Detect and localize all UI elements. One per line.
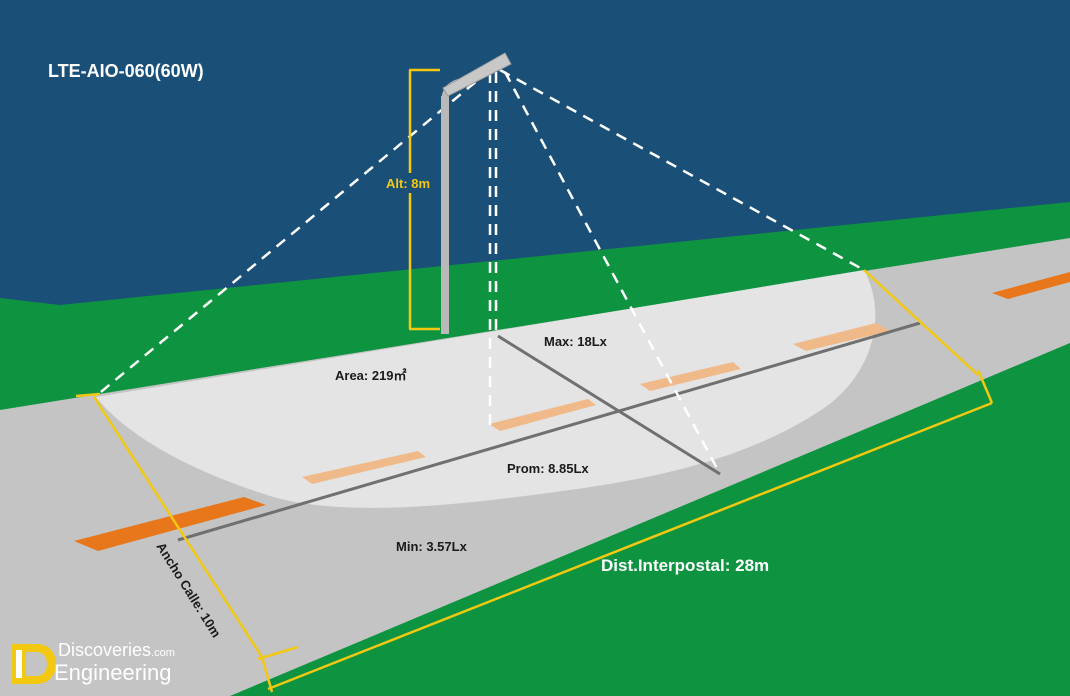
brand-line2: Engineering (54, 660, 172, 685)
measure-line-transverse (497, 334, 721, 476)
brand-logo: Discoveries.com Engineering (8, 640, 248, 690)
spacing-label: Dist.Interpostal: 28m (601, 556, 769, 575)
height-label-bg (384, 173, 436, 193)
lane-marking (992, 272, 1070, 299)
model-title: LTE-AIO-060(60W) (48, 61, 204, 81)
lane-marking (640, 362, 741, 391)
lane-marking (302, 451, 426, 484)
lamp-head (442, 52, 512, 97)
measure-line-longitudinal (177, 321, 921, 542)
max-label: Max: 18Lx (544, 334, 608, 349)
lane-marking (489, 399, 596, 431)
light-pole (441, 96, 449, 334)
light-cone (95, 68, 865, 475)
spacing-dimension (260, 269, 994, 693)
width-dimension (75, 392, 299, 661)
area-label: Area: 219㎡ (335, 368, 407, 383)
lane-marking (793, 323, 890, 351)
brand-line1: Discoveries.com (58, 640, 175, 660)
height-label: Alt: 8m (386, 176, 430, 191)
avg-label: Prom: 8.85Lx (507, 461, 589, 476)
min-label: Min: 3.57Lx (396, 539, 468, 554)
height-dimension (408, 68, 440, 331)
brand-logo-icon (12, 644, 56, 684)
lane-marking (74, 497, 266, 551)
